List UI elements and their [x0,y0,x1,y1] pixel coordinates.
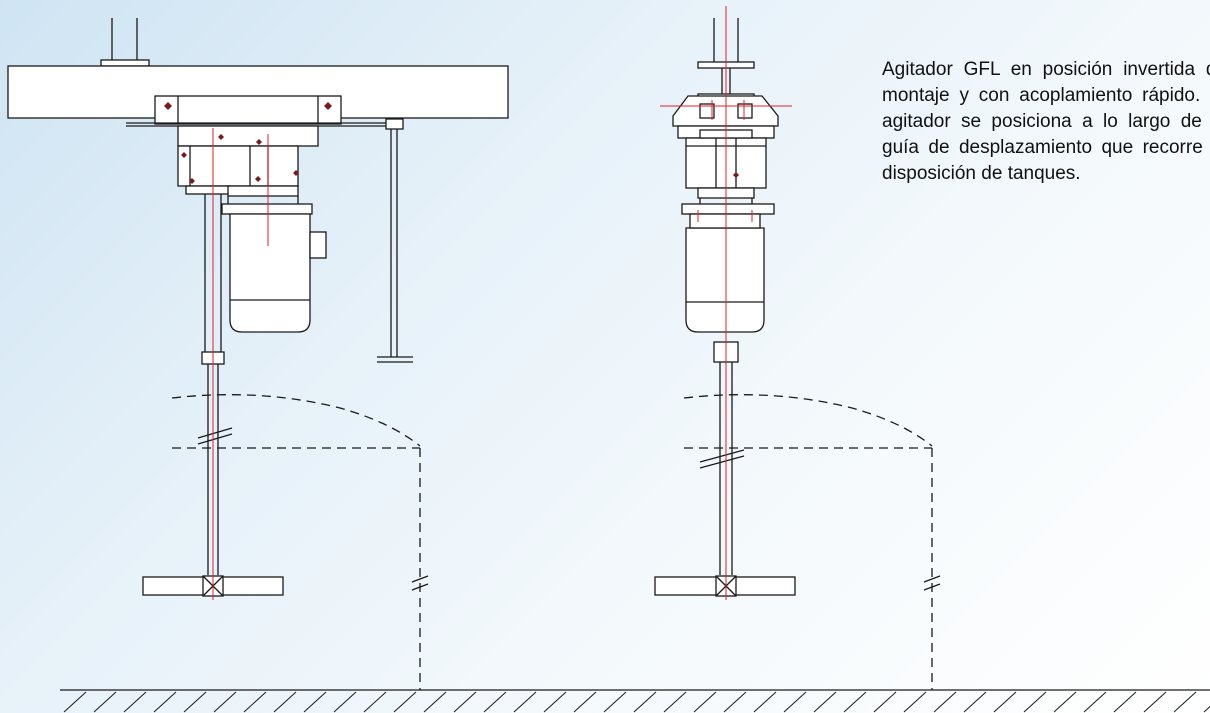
center-axis [660,6,792,600]
hatch-stroke [333,691,357,713]
hatch-stroke [1173,691,1197,713]
bolt-markers [164,102,332,184]
hatch-stroke [933,691,957,713]
agitator-shaft [699,341,745,575]
center-axis [212,128,269,600]
tank-break-mark [923,575,941,591]
hatch-stroke [1143,691,1167,713]
hatch-stroke [963,691,987,713]
hatch-stroke [1113,691,1137,713]
hatch-stroke [213,691,237,713]
tank-break-mark [411,575,429,591]
hatch-stroke [843,691,867,713]
hatch-stroke [483,691,507,713]
guide-rod [377,118,413,363]
agitator-side-view [7,18,509,690]
hatch-stroke [303,691,327,713]
tank-outline [683,394,933,690]
hatch-stroke [363,691,387,713]
hatch-stroke [1083,691,1107,713]
hatch-stroke [873,691,897,713]
hatch-stroke [513,691,537,713]
ground-hatching [63,691,1210,713]
bolt-markers [733,172,739,178]
hatch-stroke [633,691,657,713]
hatch-stroke [1023,691,1047,713]
hatch-stroke [453,691,477,713]
hatch-stroke [813,691,837,713]
hatch-stroke [243,691,267,713]
caption-text: Agitador GFL en posición invertida de mo… [882,59,1210,184]
motor [685,213,765,333]
hatch-stroke [93,691,117,713]
hatch-stroke [393,691,417,713]
hatch-stroke [663,691,687,713]
hatch-stroke [123,691,147,713]
hatch-stroke [183,691,207,713]
quick-coupling [681,129,775,215]
tank-outline [171,394,421,690]
support-columns [713,18,739,62]
hatch-stroke [423,691,447,713]
hatch-stroke [153,691,177,713]
hatch-stroke [573,691,597,713]
hatch-stroke [693,691,717,713]
hatch-stroke [753,691,777,713]
impeller [654,575,796,597]
hatch-stroke [903,691,927,713]
hatch-stroke [1203,705,1210,713]
hatch-stroke [1053,691,1077,713]
support-columns [100,18,150,67]
hatch-stroke [63,691,87,713]
gearbox [177,145,313,215]
hatch-stroke [723,691,747,713]
hatch-stroke [603,691,627,713]
hatch-stroke [543,691,567,713]
motor [229,213,327,333]
agitator-front-view [654,6,941,690]
agitator-shaft [197,194,233,575]
hatch-stroke [993,691,1017,713]
hatch-stroke [273,691,297,713]
hatch-stroke [783,691,807,713]
